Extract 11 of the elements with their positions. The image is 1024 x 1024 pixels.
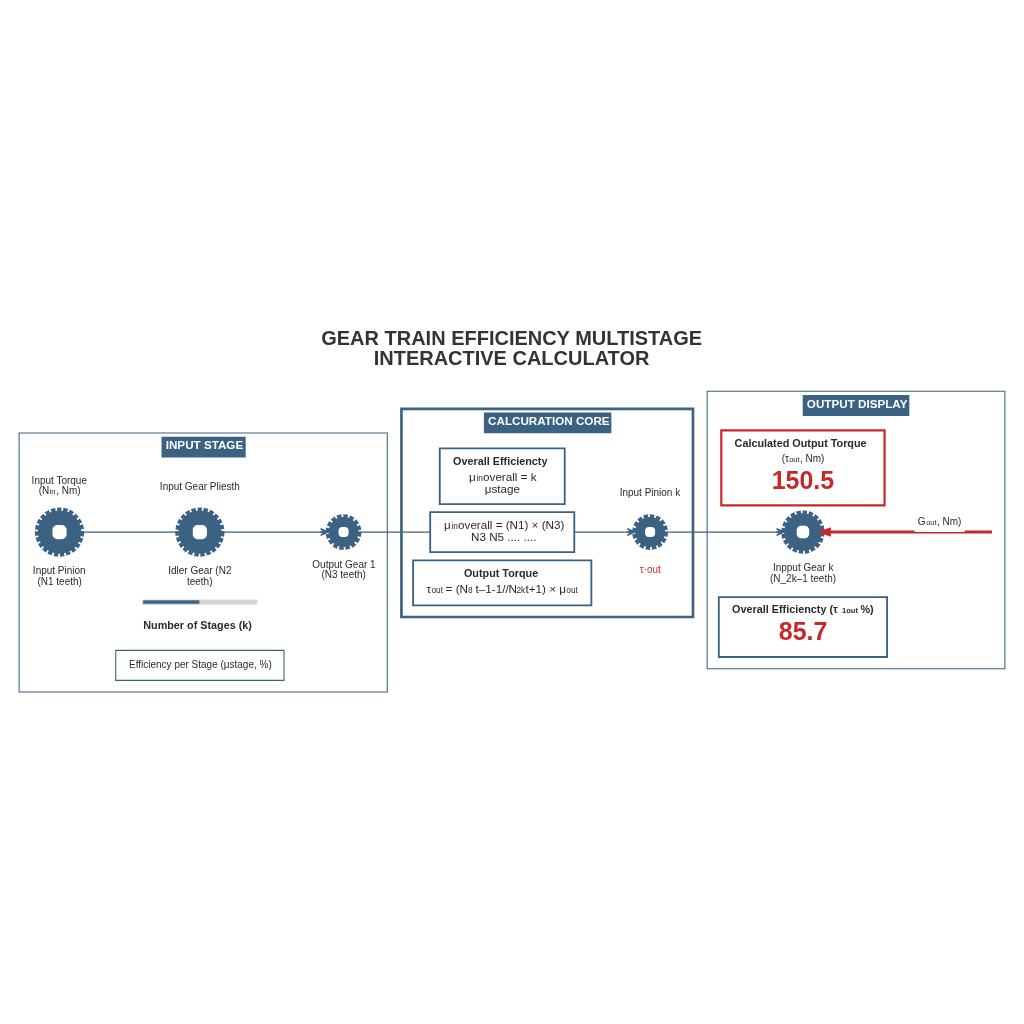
node-label: Inpput Gear k (N_2k–1 teeth) bbox=[770, 561, 837, 584]
node-label: Idler Gear (N2 teeth) bbox=[168, 564, 232, 587]
node-label: Input Pinion (N1 teeth) bbox=[32, 564, 86, 587]
node-label: Number of Stages (k) bbox=[143, 618, 252, 631]
edge-label: Gout, Nm) bbox=[917, 515, 962, 527]
node-label: Output Gear 1 (N3 teeth) bbox=[312, 558, 376, 580]
node-label: Input Gear Pliesth bbox=[159, 480, 240, 492]
node-label: Input Torque (Nin, Nm) bbox=[31, 474, 87, 496]
diagram-title: GEAR TRAIN EFFICIENCY MULTISTAGE INTERACTIVE CALCULATOR bbox=[321, 326, 703, 369]
node-label: τ·out bbox=[639, 563, 661, 575]
node-label: Input Pinion k bbox=[619, 486, 681, 498]
